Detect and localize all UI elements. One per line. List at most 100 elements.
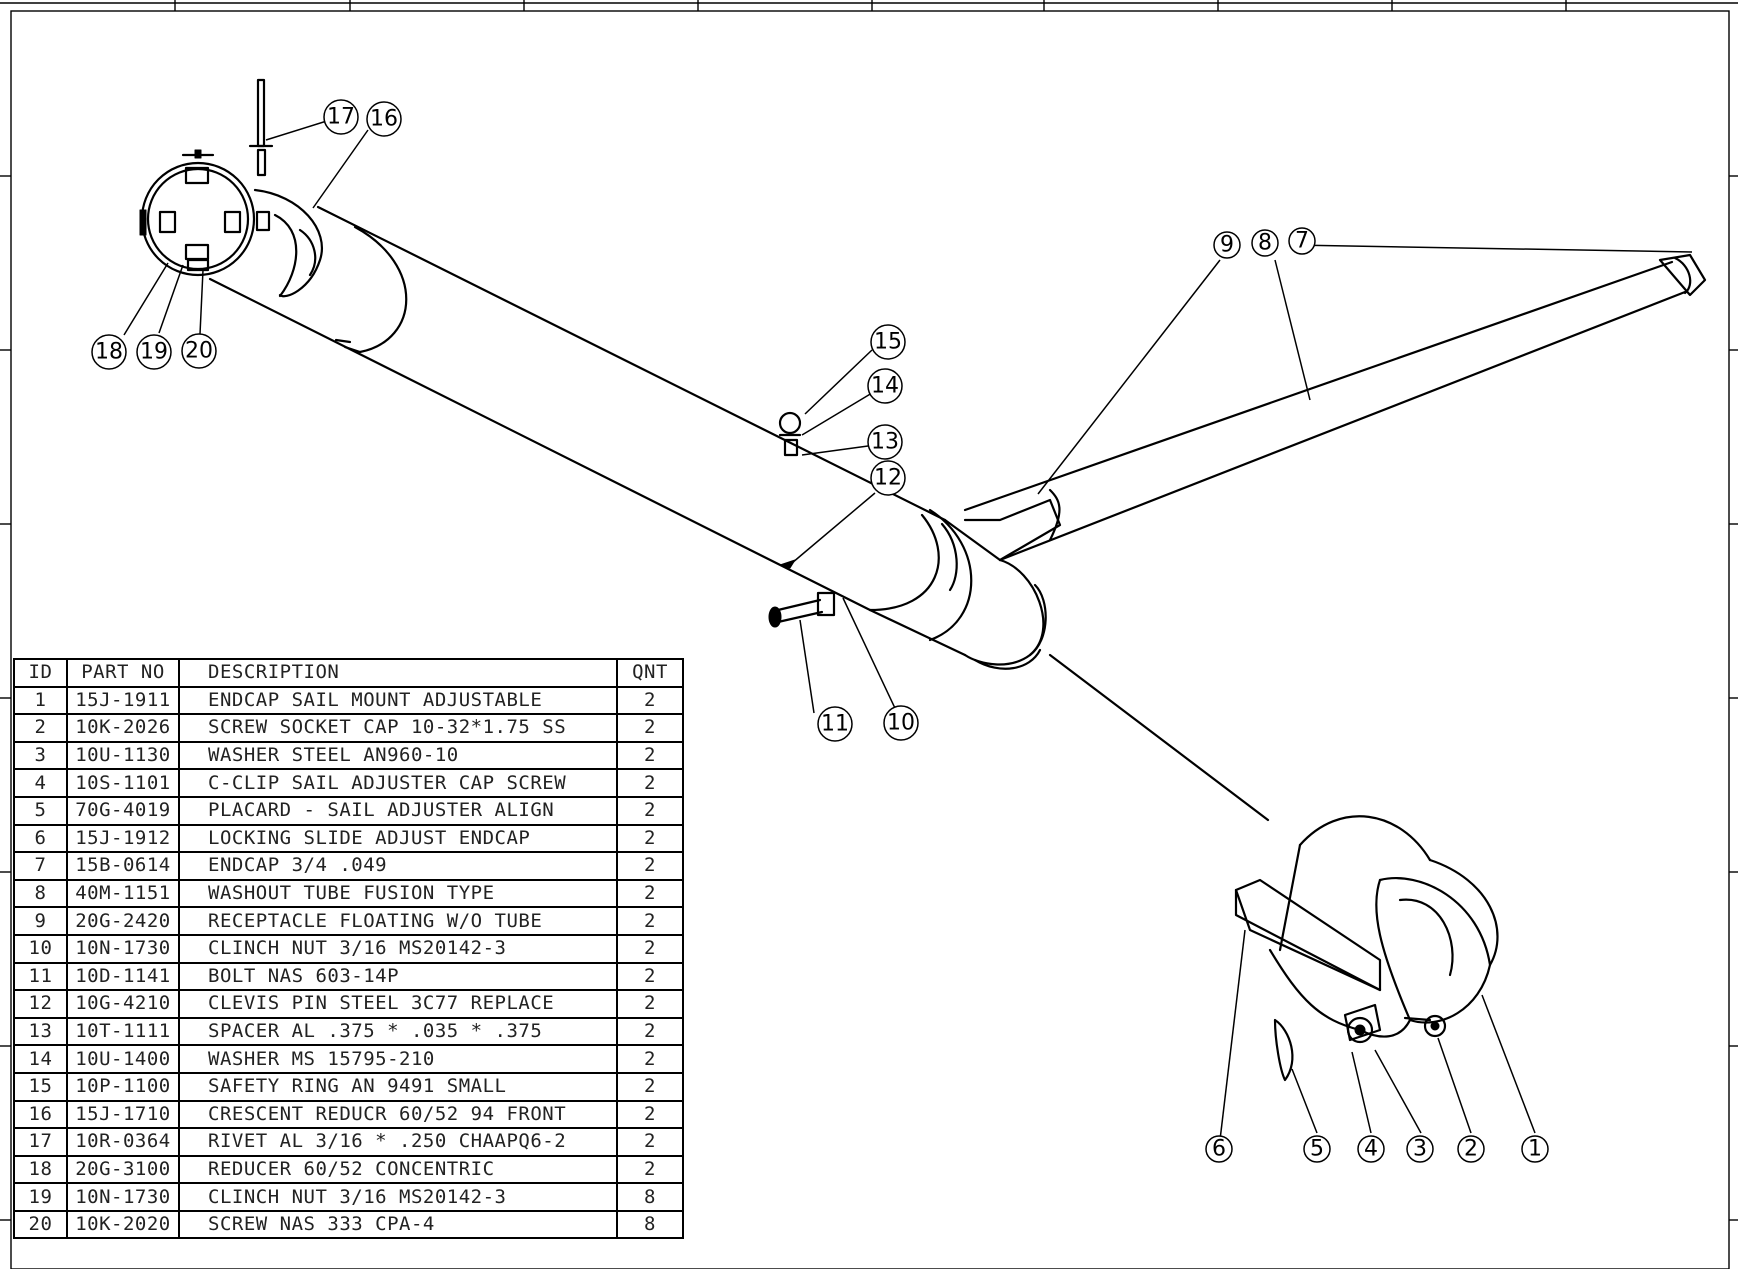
endcap-detail-view bbox=[1048, 653, 1499, 1082]
balloon-label: 13 bbox=[871, 430, 899, 455]
main-tube bbox=[208, 205, 1047, 670]
balloon-20: 20 bbox=[181, 333, 217, 369]
balloon-label: 3 bbox=[1413, 1137, 1427, 1162]
reducer-flange bbox=[139, 149, 271, 277]
balloon-18: 18 bbox=[91, 334, 127, 370]
bom-cell-description: WASHOUT TUBE FUSION TYPE bbox=[178, 878, 618, 909]
bom-cell-id: 10 bbox=[13, 933, 68, 964]
bom-cell-id: 3 bbox=[13, 740, 68, 771]
balloon-label: 15 bbox=[874, 330, 902, 355]
bom-cell-description: CLINCH NUT 3/16 MS20142-3 bbox=[178, 1182, 618, 1212]
balloon-label: 1 bbox=[1528, 1137, 1542, 1162]
balloon-label: 4 bbox=[1364, 1137, 1378, 1162]
balloon-label: 7 bbox=[1295, 229, 1309, 254]
balloon-label: 10 bbox=[887, 711, 915, 736]
balloon-label: 5 bbox=[1310, 1137, 1324, 1162]
balloon-label: 2 bbox=[1464, 1137, 1478, 1162]
bom-header-id: ID bbox=[13, 658, 68, 688]
balloon-label: 18 bbox=[95, 340, 123, 365]
bom-cell-qty: 2 bbox=[616, 961, 684, 992]
bom-cell-description: BOLT NAS 603-14P bbox=[178, 961, 618, 992]
balloon-label: 12 bbox=[874, 466, 902, 491]
bom-cell-qty: 2 bbox=[616, 933, 684, 964]
bom-cell-id: 11 bbox=[13, 961, 68, 992]
bom-cell-description: CRESCENT REDUCR 60/52 94 FRONT bbox=[178, 1099, 618, 1130]
bom-header-part-no: PART NO bbox=[66, 658, 180, 688]
bom-cell-part-no: 40M-1151 bbox=[66, 878, 180, 909]
bom-cell-part-no: 10U-1130 bbox=[66, 740, 180, 771]
bom-cell-part-no: 15J-1710 bbox=[66, 1099, 180, 1130]
bom-cell-description: PLACARD - SAIL ADJUSTER ALIGN bbox=[178, 795, 618, 826]
bom-cell-description: C-CLIP SAIL ADJUSTER CAP SCREW bbox=[178, 768, 618, 798]
balloon-5: 5 bbox=[1303, 1135, 1331, 1163]
bom-cell-part-no: 10K-2026 bbox=[66, 713, 180, 743]
bom-cell-part-no: 10R-0364 bbox=[66, 1127, 180, 1157]
bom-cell-part-no: 10G-4210 bbox=[66, 989, 180, 1019]
bom-cell-qty: 2 bbox=[616, 795, 684, 826]
bom-cell-description: SAFETY RING AN 9491 SMALL bbox=[178, 1071, 618, 1102]
balloon-label: 6 bbox=[1212, 1137, 1226, 1162]
bom-cell-description: SPACER AL .375 * .035 * .375 bbox=[178, 1016, 618, 1047]
bom-header-row: ID PART NO DESCRIPTION QNT bbox=[13, 658, 684, 688]
bom-cell-qty: 2 bbox=[616, 906, 684, 936]
balloon-label: 11 bbox=[821, 712, 849, 737]
bom-cell-description: ENDCAP SAIL MOUNT ADJUSTABLE bbox=[178, 685, 618, 716]
leader-lines bbox=[123, 119, 1693, 1141]
bom-cell-id: 15 bbox=[13, 1071, 68, 1102]
balloon-4: 4 bbox=[1357, 1135, 1385, 1163]
bom-cell-qty: 2 bbox=[616, 989, 684, 1019]
bom-cell-id: 2 bbox=[13, 713, 68, 743]
balloon-6: 6 bbox=[1205, 1135, 1233, 1163]
balloon-3: 3 bbox=[1406, 1135, 1434, 1163]
bom-cell-description: LOCKING SLIDE ADJUST ENDCAP bbox=[178, 823, 618, 854]
bom-cell-qty: 8 bbox=[616, 1209, 684, 1240]
bom-cell-qty: 2 bbox=[616, 851, 684, 881]
balloon-label: 14 bbox=[871, 374, 899, 399]
bom-cell-id: 8 bbox=[13, 878, 68, 909]
bom-cell-id: 13 bbox=[13, 1016, 68, 1047]
bom-cell-qty: 2 bbox=[616, 1099, 684, 1130]
bom-cell-part-no: 20G-3100 bbox=[66, 1154, 180, 1185]
washout-tube bbox=[963, 253, 1707, 562]
bom-cell-description: WASHER STEEL AN960-10 bbox=[178, 740, 618, 771]
bom-cell-qty: 2 bbox=[616, 740, 684, 771]
balloon-1: 1 bbox=[1521, 1135, 1549, 1163]
bom-cell-id: 5 bbox=[13, 795, 68, 826]
bom-cell-qty: 2 bbox=[616, 713, 684, 743]
bom-cell-qty: 2 bbox=[616, 1154, 684, 1185]
balloon-12: 12 bbox=[870, 460, 906, 496]
bom-cell-qty: 2 bbox=[616, 1016, 684, 1047]
bom-cell-part-no: 10S-1101 bbox=[66, 768, 180, 798]
bom-cell-id: 7 bbox=[13, 851, 68, 881]
bom-cell-id: 20 bbox=[13, 1209, 68, 1240]
bom-cell-description: RIVET AL 3/16 * .250 CHAAPQ6-2 bbox=[178, 1127, 618, 1157]
bom-cell-part-no: 10T-1111 bbox=[66, 1016, 180, 1047]
bom-cell-description: SCREW NAS 333 CPA-4 bbox=[178, 1209, 618, 1240]
balloon-19: 19 bbox=[136, 334, 172, 370]
balloon-2: 2 bbox=[1457, 1135, 1485, 1163]
bom-cell-qty: 8 bbox=[616, 1182, 684, 1212]
balloon-7: 7 bbox=[1288, 227, 1316, 255]
bom-cell-part-no: 70G-4019 bbox=[66, 795, 180, 826]
bom-cell-id: 12 bbox=[13, 989, 68, 1019]
bom-cell-qty: 2 bbox=[616, 685, 684, 716]
bom-cell-part-no: 10P-1100 bbox=[66, 1071, 180, 1102]
bom-cell-part-no: 10U-1400 bbox=[66, 1044, 180, 1074]
bom-cell-part-no: 15J-1912 bbox=[66, 823, 180, 854]
